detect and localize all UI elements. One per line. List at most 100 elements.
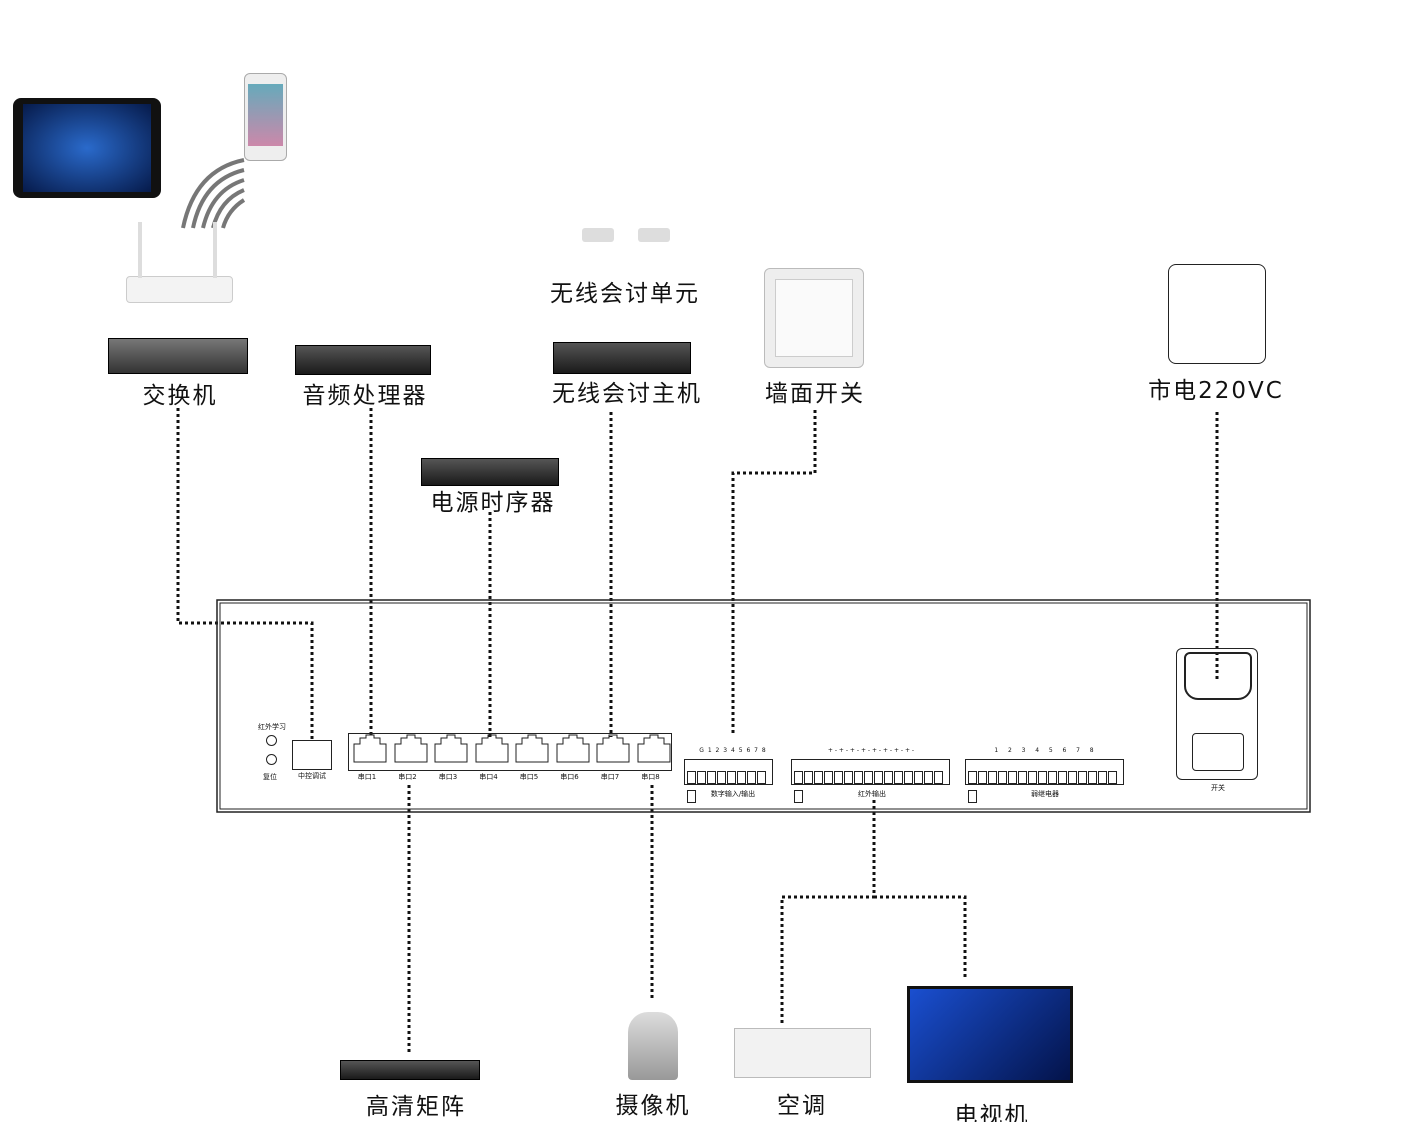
terminal-pin [687, 771, 696, 784]
tablet-icon [13, 98, 161, 198]
terminal-pin [747, 771, 756, 784]
terminal-pin [914, 771, 923, 784]
terminal-pin [1048, 771, 1057, 784]
reset-label: 复位 [263, 773, 277, 781]
serial-port-2[interactable] [393, 734, 429, 764]
terminal-pin [1008, 771, 1017, 784]
terminal-pin [968, 790, 977, 803]
router-icon [126, 276, 233, 303]
power-inlet-socket [1184, 652, 1252, 700]
relay-terminal[interactable] [965, 759, 1124, 803]
digital-io-label: 数字输入/输出 [710, 790, 756, 798]
terminal-pin [697, 771, 706, 784]
wall-switch-icon [764, 268, 864, 368]
serial-port-label: 串口1 [357, 773, 377, 781]
label-wireless-host: 无线会讨主机 [552, 381, 702, 407]
serial-port-8[interactable] [636, 734, 672, 764]
power-switch[interactable] [1192, 733, 1244, 771]
label-wireless-unit: 无线会讨单元 [550, 281, 700, 307]
terminal-pin [998, 771, 1007, 784]
serial-port-4[interactable] [474, 734, 510, 764]
terminal-pin [1038, 771, 1047, 784]
air-conditioner-icon [734, 1028, 871, 1078]
relay-pins: 1 2 3 4 5 6 7 8 [994, 747, 1096, 754]
terminal-pin [824, 771, 833, 784]
switch-icon [108, 338, 248, 374]
label-wall-switch: 墙面开关 [765, 381, 865, 407]
terminal-pin [1108, 771, 1117, 784]
serial-port-6[interactable] [555, 734, 591, 764]
terminal-pin [968, 771, 977, 784]
wireless-host-icon [553, 342, 691, 374]
line-ir [780, 800, 876, 1025]
hd-matrix-icon [340, 1060, 480, 1080]
line-tv [874, 895, 967, 978]
terminal-pin [794, 771, 803, 784]
label-hd-matrix: 高清矩阵 [366, 1094, 466, 1120]
terminal-pin [864, 771, 873, 784]
serial-port-label: 串口7 [600, 773, 620, 781]
microphone-icon [582, 228, 614, 242]
label-audio-processor: 音频处理器 [302, 383, 428, 409]
terminal-pin [988, 771, 997, 784]
terminal-pin [894, 771, 903, 784]
serial-port-7[interactable] [595, 734, 631, 764]
debug-port-label: 中控调试 [298, 772, 326, 780]
terminal-pin [794, 790, 803, 803]
power-switch-label: 开关 [1211, 784, 1225, 792]
serial-port-label: 串口3 [438, 773, 458, 781]
ir-out-pins: + - + - + - + - + - + - + - + - [827, 747, 915, 754]
power-socket-icon [1168, 264, 1266, 364]
line-wall-switch [731, 410, 817, 735]
terminal-pin [1088, 771, 1097, 784]
serial-port-1[interactable] [352, 734, 388, 764]
serial-port-5[interactable] [514, 734, 550, 764]
audio-processor-icon [295, 345, 431, 375]
terminal-pin [1068, 771, 1077, 784]
label-switch: 交换机 [142, 383, 218, 409]
wifi-icon [181, 158, 246, 229]
terminal-pin [874, 771, 883, 784]
serial-port-label: 串口2 [398, 773, 417, 781]
serial-port-label: 串口8 [641, 773, 660, 781]
ir-out-terminal[interactable] [791, 759, 950, 803]
label-power-sequencer: 电源时序器 [430, 490, 556, 516]
serial-port-label: 串口6 [560, 773, 579, 781]
relay-label: 弱继电器 [1031, 790, 1059, 798]
serial-port-label: 串口4 [479, 773, 498, 781]
terminal-pin [834, 771, 843, 784]
debug-port[interactable] [292, 740, 332, 770]
terminal-pin [844, 771, 853, 784]
microphone-icon [638, 228, 670, 242]
controller-panel [216, 599, 1311, 813]
serial-port-block [348, 733, 672, 771]
ir-learn-label: 红外学习 [258, 723, 286, 731]
ir-out-label: 红外输出 [858, 790, 886, 798]
label-air-conditioner: 空调 [777, 1093, 827, 1119]
serial-port-label: 串口5 [519, 773, 539, 781]
terminal-pin [854, 771, 863, 784]
terminal-pin [1028, 771, 1037, 784]
label-camera: 摄像机 [615, 1093, 691, 1119]
reset-button[interactable] [266, 754, 277, 765]
terminal-pin [1098, 771, 1107, 784]
camera-icon [628, 1012, 678, 1080]
tv-icon [907, 986, 1073, 1083]
terminal-pin [717, 771, 726, 784]
terminal-pin [814, 771, 823, 784]
line-switch [176, 408, 314, 740]
terminal-pin [687, 790, 696, 803]
terminal-pin [1058, 771, 1067, 784]
terminal-pin [884, 771, 893, 784]
serial-port-3[interactable] [433, 734, 469, 764]
terminal-pin [924, 771, 933, 784]
ir-learn-button[interactable] [266, 735, 277, 746]
terminal-pin [707, 771, 716, 784]
label-tv: 电视机 [954, 1103, 1030, 1122]
digital-io-terminal[interactable] [684, 759, 773, 803]
power-sequencer-icon [421, 458, 559, 486]
power-inlet [1176, 648, 1258, 780]
terminal-pin [934, 771, 943, 784]
